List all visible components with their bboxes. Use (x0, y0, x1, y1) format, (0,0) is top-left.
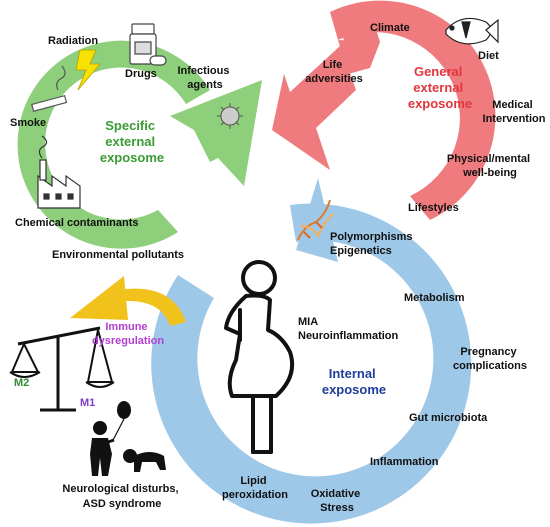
crawling-baby-icon (123, 449, 166, 472)
general-exposome-cycle (272, 0, 496, 220)
pregnant-woman-icon (224, 260, 295, 454)
fish-icon (445, 17, 499, 45)
balance-scale-icon (9, 326, 115, 412)
dna-icon (297, 199, 335, 241)
label-environmental: Environmental pollutants (52, 249, 184, 261)
label-immune: Immune dysregulation (92, 321, 164, 347)
label-metabolism: Metabolism (404, 292, 465, 304)
immune-arrow (70, 276, 186, 326)
label-medical: Medical Intervention (483, 99, 546, 125)
specific-arrow-head (170, 80, 262, 186)
drug-bottle-icon (129, 23, 167, 66)
label-drugs: Drugs (125, 68, 157, 80)
label-mia: MIA Neuroinflammation (298, 316, 399, 342)
label-gut: Gut microbiota (409, 412, 488, 424)
label-polymorphisms: Polymorphisms Epigenetics (330, 231, 416, 257)
cigarette-icon (31, 65, 68, 112)
factory-icon (37, 135, 81, 209)
general-title: General external exposome (408, 64, 472, 111)
internal-title: Internal exposome (322, 366, 386, 397)
general-ring (330, 0, 496, 220)
general-ring-top (334, 10, 380, 46)
specific-title: Specific external exposome (100, 118, 164, 165)
label-lipid: Lipid peroxidation (222, 475, 288, 501)
label-m1: M1 (80, 397, 95, 409)
general-arrow-body (338, 40, 380, 74)
label-physical: Physical/mental well-being (447, 153, 533, 179)
radiation-icon (75, 49, 101, 91)
label-inflammation: Inflammation (370, 456, 439, 468)
label-oxidative: Oxidative Stress (311, 488, 364, 514)
virus-icon (217, 103, 243, 129)
label-m2: M2 (14, 377, 29, 389)
label-smoke: Smoke (10, 117, 46, 129)
label-infectious: Infectious agents (177, 65, 232, 91)
label-life-adversities: Life adversities (305, 59, 362, 85)
internal-ring (151, 203, 472, 524)
label-climate: Climate (370, 22, 410, 34)
general-arrow-head (272, 46, 356, 170)
label-radiation: Radiation (48, 35, 98, 47)
label-pregnancy: Pregnancy complications (453, 346, 527, 372)
label-outcome: Neurological disturbs, ASD syndrome (62, 483, 181, 510)
label-chemical: Chemical contaminants (15, 217, 138, 229)
child-balloon-icon (90, 401, 131, 476)
label-lifestyles: Lifestyles (408, 202, 459, 214)
label-diet: Diet (478, 50, 499, 62)
